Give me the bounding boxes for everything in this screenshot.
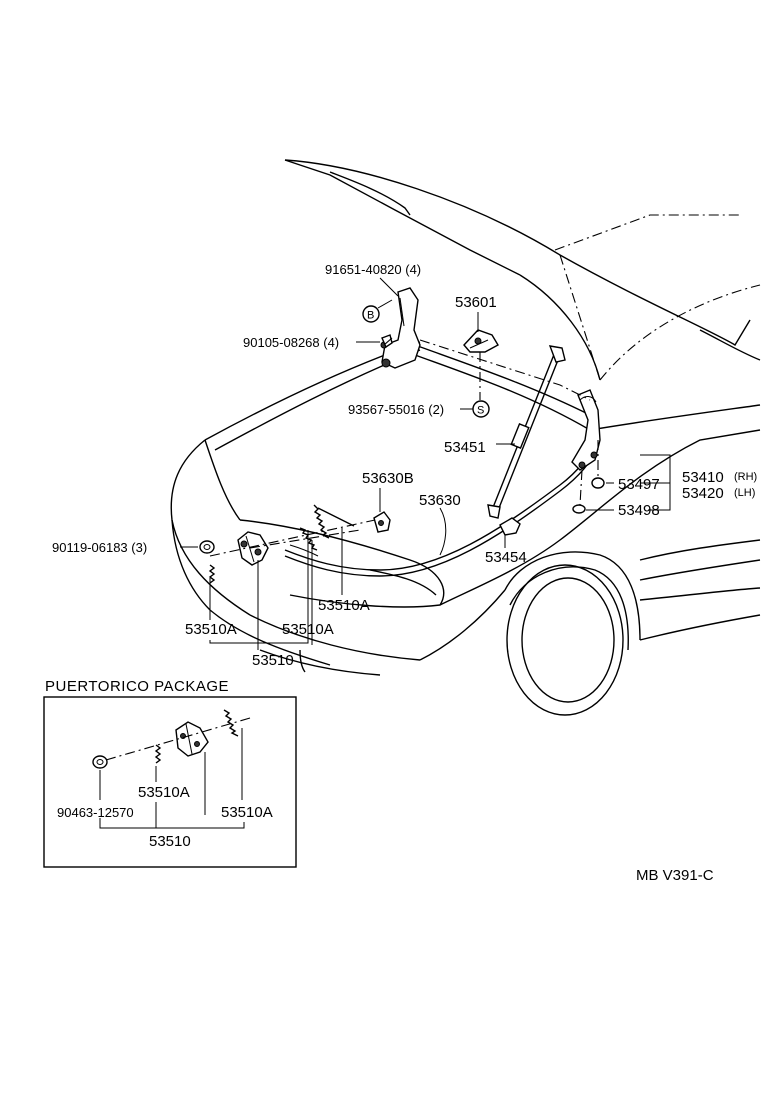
spring-53510a-left bbox=[208, 564, 216, 584]
clip-53454 bbox=[499, 517, 521, 536]
label-53454: 53454 bbox=[485, 549, 527, 566]
spring-53510a-top bbox=[313, 504, 355, 539]
inset-label-53510a-left: 53510A bbox=[138, 784, 190, 801]
label-91651: 91651-40820 (4) bbox=[325, 262, 421, 277]
inset-spring-left bbox=[154, 744, 162, 764]
car-body-outline bbox=[170, 159, 761, 716]
label-53601: 53601 bbox=[455, 294, 497, 311]
svg-text:B: B bbox=[367, 310, 374, 322]
label-53630: 53630 bbox=[419, 492, 461, 509]
circle-b-marker: B bbox=[362, 305, 380, 323]
inset-label-90463: 90463-12570 bbox=[57, 805, 134, 820]
clamp-53630b bbox=[373, 511, 391, 533]
inset-title: PUERTORICO PACKAGE bbox=[45, 678, 229, 695]
hood-hinge-left bbox=[380, 287, 421, 369]
inset-spring-right bbox=[223, 709, 239, 737]
label-53498: 53498 bbox=[618, 502, 660, 519]
label-53420-side: (LH) bbox=[734, 487, 755, 499]
label-90119: 90119-06183 (3) bbox=[52, 540, 147, 555]
label-53497: 53497 bbox=[618, 476, 660, 493]
label-53510a-left: 53510A bbox=[185, 621, 237, 638]
label-53410-side: (RH) bbox=[734, 471, 757, 483]
label-53420: 53420 bbox=[682, 485, 724, 502]
leader-lines bbox=[180, 277, 671, 650]
label-53410: 53410 bbox=[682, 469, 724, 486]
inset-puertorico-package: PUERTORICO PACKAGE 53510A 53 bbox=[43, 678, 297, 868]
label-53451: 53451 bbox=[444, 439, 486, 456]
label-53510: 53510 bbox=[252, 652, 294, 669]
grommet-90119 bbox=[199, 540, 215, 554]
cushion-53497 bbox=[591, 477, 605, 489]
hood-release-cable bbox=[284, 439, 599, 577]
svg-text:S: S bbox=[477, 405, 484, 417]
label-53510a-mid: 53510A bbox=[282, 621, 334, 638]
label-53630b: 53630B bbox=[362, 470, 414, 487]
hood-striker-53601 bbox=[463, 329, 499, 353]
label-93567: 93567-55016 (2) bbox=[348, 402, 444, 417]
inset-label-53510: 53510 bbox=[149, 833, 191, 850]
label-90105: 90105-08268 (4) bbox=[243, 335, 339, 350]
hood-support-rod-53451 bbox=[487, 345, 566, 519]
reference-code: MB V391-C bbox=[636, 867, 714, 884]
hood-lock-53510 bbox=[237, 531, 269, 566]
inset-grommet bbox=[92, 755, 108, 769]
inset-label-53510a-right: 53510A bbox=[221, 804, 273, 821]
cushion-53498 bbox=[572, 504, 586, 514]
circle-s-marker: S bbox=[472, 400, 490, 418]
hood-hinge-right bbox=[571, 389, 601, 471]
assembly-dashed-lines bbox=[209, 337, 599, 557]
label-53510a-right: 53510A bbox=[318, 597, 370, 614]
inset-hood-lock bbox=[175, 721, 209, 757]
